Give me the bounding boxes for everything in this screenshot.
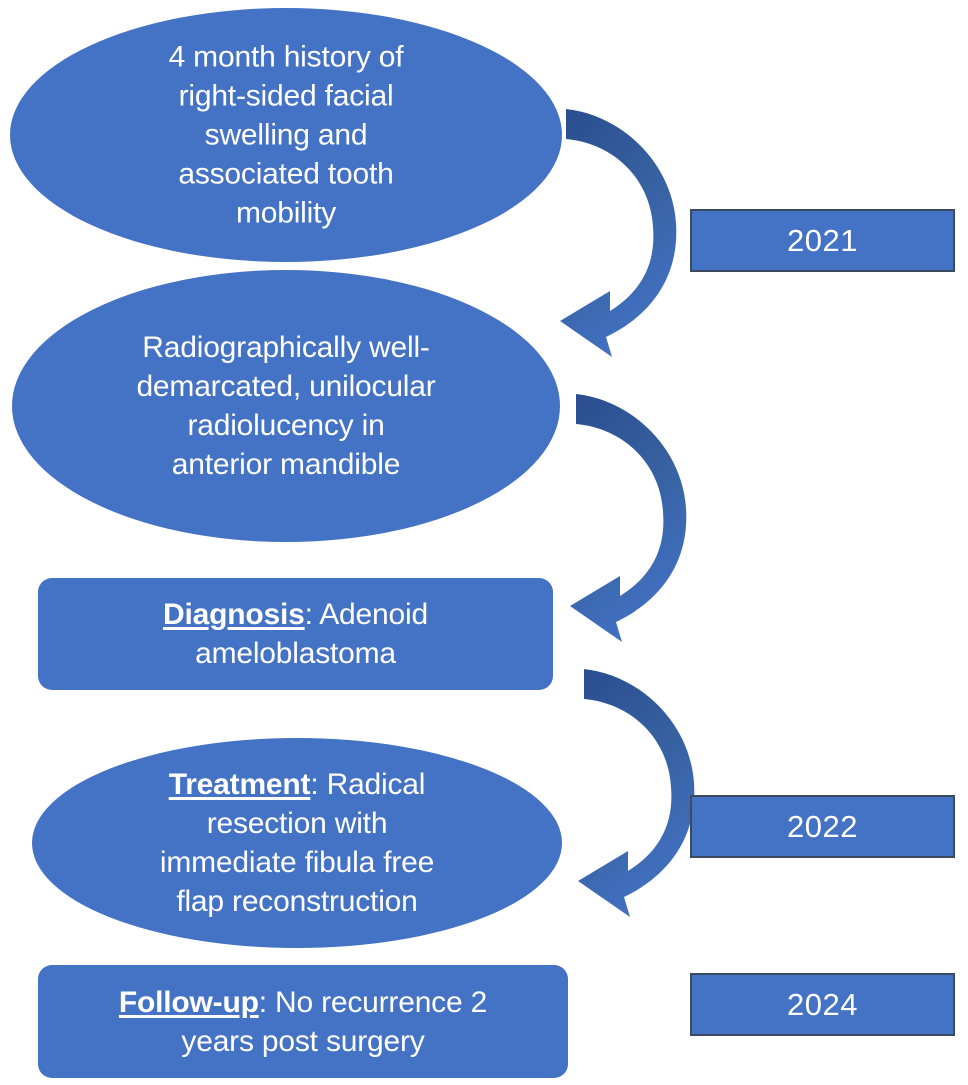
arrow-imaging-to-diagnosis — [570, 394, 687, 642]
node-treatment-label: Treatment: Radical resection with immedi… — [80, 765, 514, 921]
node-treatment-rest: : Radical resection with immediate fibul… — [159, 768, 435, 918]
node-followup: Follow-up: No recurrence 2 years post su… — [38, 965, 568, 1078]
arrow-head-icon — [570, 394, 687, 642]
node-imaging: Radiographically well- demarcated, unilo… — [12, 270, 560, 542]
node-presentation: 4 month history of right-sided facial sw… — [10, 8, 562, 262]
arrow-head-icon — [560, 109, 677, 357]
node-imaging-label: Radiographically well- demarcated, unilo… — [136, 331, 436, 481]
node-treatment: Treatment: Radical resection with immedi… — [32, 738, 562, 948]
year-chip-2022-label: 2022 — [787, 808, 858, 844]
node-diagnosis: Diagnosis: Adenoid ameloblastoma — [38, 578, 553, 690]
node-diagnosis-rest: : Adenoid ameloblastoma — [195, 598, 428, 670]
node-diagnosis-lead: Diagnosis — [163, 598, 305, 631]
node-followup-lead: Follow-up — [118, 985, 259, 1019]
node-followup-label: Follow-up: No recurrence 2 years post su… — [56, 983, 550, 1061]
node-diagnosis-label: Diagnosis: Adenoid ameloblastoma — [58, 595, 533, 673]
year-chip-2024-label: 2024 — [787, 986, 858, 1022]
node-treatment-lead: Treatment — [168, 768, 311, 801]
year-chip-2021: 2021 — [690, 209, 955, 272]
node-presentation-label: 4 month history of right-sided facial sw… — [168, 40, 404, 230]
year-chip-2024: 2024 — [690, 973, 955, 1036]
node-followup-rest: : No recurrence 2 years post surgery — [181, 985, 488, 1058]
year-chip-2022: 2022 — [690, 795, 955, 858]
year-chip-2021-label: 2021 — [787, 222, 858, 258]
arrow-head-icon — [578, 669, 695, 917]
